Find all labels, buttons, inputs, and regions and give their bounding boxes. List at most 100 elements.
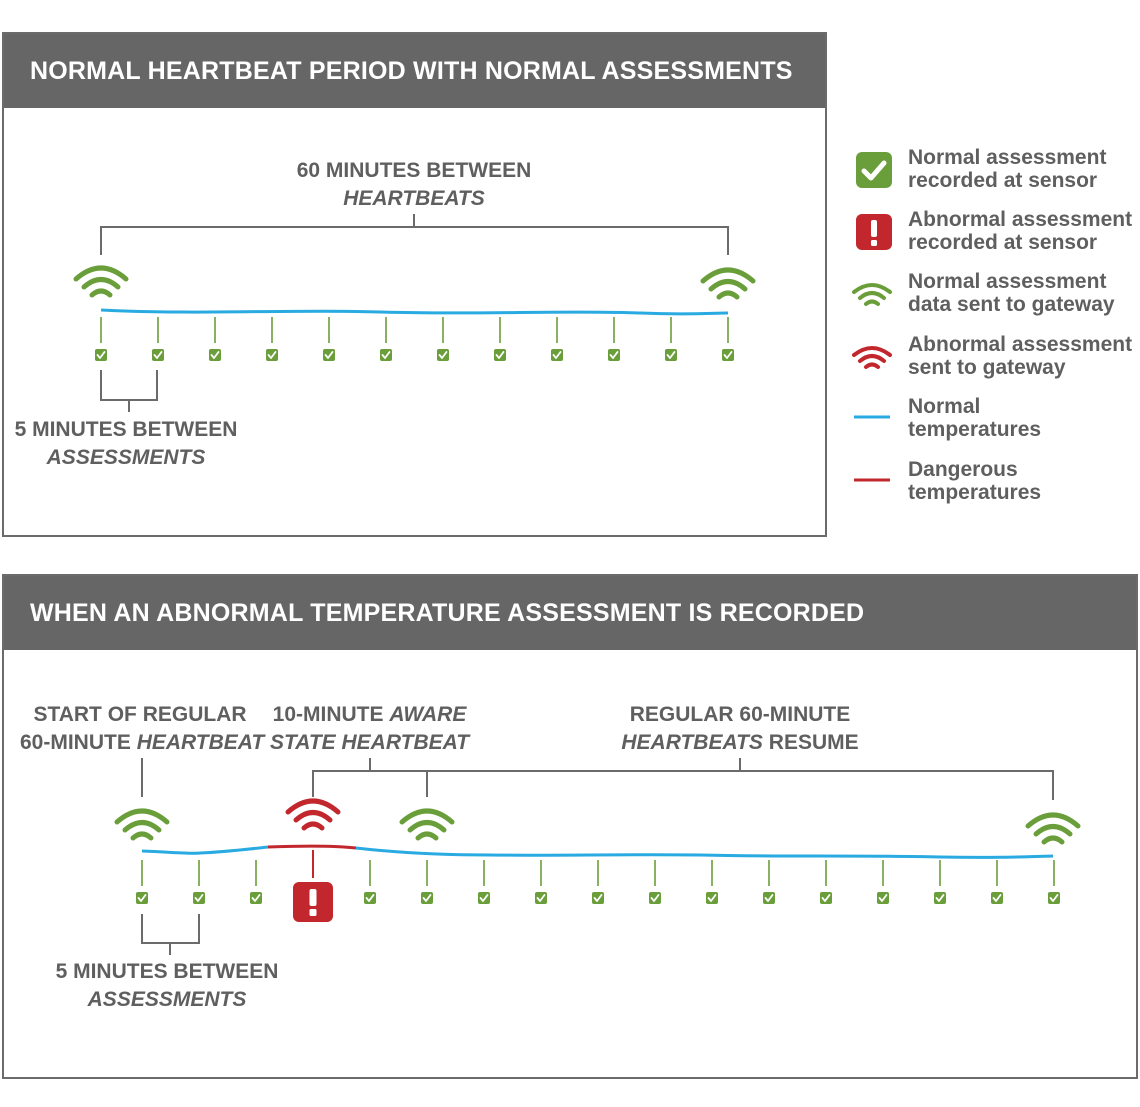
normal-temperature-line — [355, 846, 1054, 859]
start-heartbeat-label: START OF REGULAR 60-MINUTE HEARTBEAT — [20, 701, 265, 757]
assessment-interval-2-line2: ASSESSMENTS — [87, 988, 247, 1011]
check-icon — [763, 892, 775, 904]
signal-arc — [81, 277, 121, 290]
check-icon — [364, 892, 376, 904]
signal-arc — [415, 831, 439, 841]
signal-arc — [399, 808, 455, 825]
heartbeat-interval-line1: 60 MINUTES BETWEEN — [296, 159, 532, 182]
legend-line: Normal — [908, 395, 981, 418]
legend-line: temperatures — [908, 481, 1042, 504]
check-icon — [250, 892, 262, 904]
check-icon — [136, 892, 148, 904]
signal-arc — [716, 290, 740, 300]
check-mark — [381, 351, 391, 359]
alert-icon — [856, 214, 892, 250]
check-icon — [193, 892, 205, 904]
red-line-icon — [854, 478, 890, 482]
signal-arc — [1041, 835, 1065, 845]
panel-1-title: NORMAL HEARTBEAT PERIOD WITH NORMAL ASSE… — [30, 56, 793, 85]
check-icon — [494, 349, 506, 361]
check-mark — [137, 894, 147, 902]
panel-2-header: WHEN AN ABNORMAL TEMPERATURE ASSESSMENT … — [4, 576, 1136, 650]
signal-arc — [73, 265, 129, 282]
resume-bracket — [427, 770, 1054, 800]
check-icon — [421, 892, 433, 904]
alert-bar — [309, 889, 317, 906]
check-icon — [877, 892, 889, 904]
wifi-green-icon — [1025, 812, 1081, 845]
check-mark — [707, 894, 717, 902]
aware-bracket — [312, 770, 428, 797]
check-icon — [95, 349, 107, 361]
legend-normal-assessment-text: Normal assessment recorded at sensor — [908, 146, 1106, 192]
check-mark — [438, 351, 448, 359]
blue-line-icon — [854, 415, 890, 419]
signal-arc — [285, 798, 341, 815]
assessment-interval-label-1: 5 MINUTES BETWEEN ASSESSMENTS — [6, 416, 246, 472]
aware-heartbeat-line2: STATE HEARTBEAT — [269, 731, 470, 754]
legend-normal-signal: Normal assessment data sent to gateway — [850, 270, 1140, 326]
legend-abnormal-signal-text: Abnormal assessment sent to gateway — [908, 333, 1132, 379]
assessment-interval-2-line1: 5 MINUTES BETWEEN — [55, 960, 279, 983]
check-mark — [723, 351, 733, 359]
signal-arc — [407, 820, 447, 833]
check-icon — [478, 892, 490, 904]
check-mark — [479, 894, 489, 902]
legend-dangerous-temperature: Dangerous temperatures — [850, 458, 1140, 514]
legend-normal-temperature: Normal temperatures — [850, 395, 1140, 451]
legend-abnormal-signal: Abnormal assessment sent to gateway — [850, 333, 1140, 389]
normal-temperature-line — [141, 845, 269, 855]
start-heartbeat-line2: 60-MINUTE HEARTBEAT — [20, 731, 265, 754]
legend-normal-signal-text: Normal assessment data sent to gateway — [908, 270, 1115, 316]
check-icon — [649, 892, 661, 904]
check-mark — [821, 894, 831, 902]
assessment-bracket — [141, 914, 200, 944]
legend-abnormal-assessment-text: Abnormal assessment recorded at sensor — [908, 208, 1132, 254]
check-icon — [592, 892, 604, 904]
check-icon — [706, 892, 718, 904]
signal-arc — [293, 810, 333, 823]
aware-heartbeat-line1: 10-MINUTE AWARE — [272, 703, 467, 726]
check-icon — [856, 152, 892, 188]
wifi-green-icon — [114, 808, 170, 841]
check-mark — [324, 351, 334, 359]
check-mark — [935, 894, 945, 902]
check-icon — [551, 349, 563, 361]
signal-arc — [1033, 824, 1073, 837]
signal-arc — [122, 820, 162, 833]
check-mark — [764, 894, 774, 902]
check-mark — [153, 351, 163, 359]
check-icon — [535, 892, 547, 904]
legend-line: data sent to gateway — [908, 293, 1115, 316]
heartbeat-interval-line2: HEARTBEATS — [343, 187, 485, 210]
check-mark — [267, 351, 277, 359]
check-mark — [495, 351, 505, 359]
abnormal-assessment-panel: WHEN AN ABNORMAL TEMPERATURE ASSESSMENT … — [2, 574, 1138, 1079]
assessment-interval-line2: ASSESSMENTS — [46, 446, 206, 469]
check-mark — [251, 894, 261, 902]
start-heartbeat-line1: START OF REGULAR — [33, 703, 247, 726]
check-mark — [1049, 894, 1059, 902]
check-icon — [152, 349, 164, 361]
panel-1-header: NORMAL HEARTBEAT PERIOD WITH NORMAL ASSE… — [4, 34, 825, 108]
wifi-red-icon — [852, 346, 892, 369]
check-mark — [650, 894, 660, 902]
assessment-interval-label-2: 5 MINUTES BETWEEN ASSESSMENTS — [47, 958, 287, 1014]
panel-2-title: WHEN AN ABNORMAL TEMPERATURE ASSESSMENT … — [30, 598, 865, 627]
legend-line: recorded at sensor — [908, 169, 1098, 192]
check-mark — [609, 351, 619, 359]
signal-arc — [89, 288, 113, 298]
check-mark — [666, 351, 676, 359]
check-mark — [552, 351, 562, 359]
check-icon — [1048, 892, 1060, 904]
normal-temperature-line — [100, 308, 729, 316]
wifi-green-icon — [73, 265, 129, 298]
signal-arc — [130, 831, 154, 841]
legend-line: Abnormal assessment — [908, 333, 1133, 356]
wifi-green-icon — [700, 267, 756, 300]
wifi-green-icon — [399, 808, 455, 841]
legend-line: sent to gateway — [908, 356, 1066, 379]
check-icon — [266, 349, 278, 361]
